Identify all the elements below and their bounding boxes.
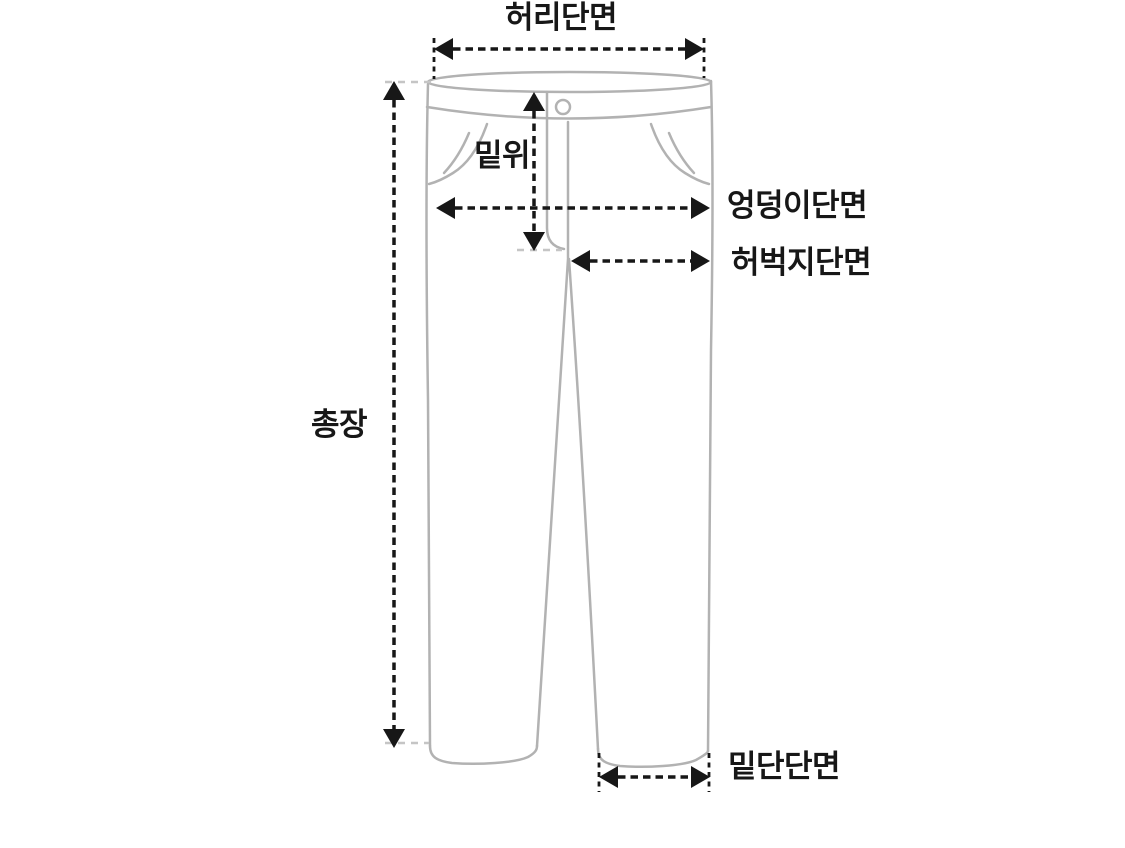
hip-label: 엉덩이단면 xyxy=(727,188,868,223)
left-inseam xyxy=(535,257,570,748)
arrow-left-icon xyxy=(434,38,453,60)
rise-measure-arrow xyxy=(523,92,545,251)
left-hem-curve xyxy=(428,744,539,765)
total-length-label: 총장 xyxy=(311,407,368,442)
measurement-arrows xyxy=(383,38,711,792)
arrow-right-icon xyxy=(691,250,710,272)
waist-button xyxy=(554,98,572,116)
thigh-measure-arrow xyxy=(571,250,710,272)
pants-outline xyxy=(425,70,714,768)
center-front-seam xyxy=(545,90,566,251)
arrow-right-icon xyxy=(691,197,710,219)
right-hem-curve xyxy=(596,747,710,768)
waist-label: 허리단면 xyxy=(504,0,618,35)
arrow-left-icon xyxy=(571,250,590,272)
hem-label: 밑단단면 xyxy=(728,749,841,784)
left-outseam xyxy=(425,82,432,748)
waistband-bottom-seam xyxy=(425,105,713,120)
left-pocket-stitch xyxy=(442,131,471,175)
right-pocket-curve xyxy=(649,122,711,186)
arrow-left-icon xyxy=(599,766,618,788)
guide-lines xyxy=(385,80,562,745)
thigh-label: 허벅지단면 xyxy=(731,245,872,280)
right-inseam xyxy=(567,257,600,751)
arrow-up-icon xyxy=(523,92,545,111)
hip-measure-arrow xyxy=(436,197,710,219)
right-pocket-stitch xyxy=(667,131,696,175)
hem-measure-arrow xyxy=(597,753,711,792)
arrow-down-icon xyxy=(523,232,545,251)
waist-measure-arrow xyxy=(432,38,706,79)
rise-label: 밑위 xyxy=(473,138,531,173)
arrow-down-icon xyxy=(383,729,405,748)
waistband-opening-ellipse xyxy=(426,70,713,94)
arrow-right-icon xyxy=(691,766,710,788)
arrow-right-icon xyxy=(685,38,704,60)
arrow-up-icon xyxy=(383,81,405,100)
right-outseam xyxy=(706,79,714,753)
arrow-left-icon xyxy=(436,197,455,219)
total-length-measure-arrow xyxy=(383,81,405,748)
left-pocket-curve xyxy=(427,122,489,186)
